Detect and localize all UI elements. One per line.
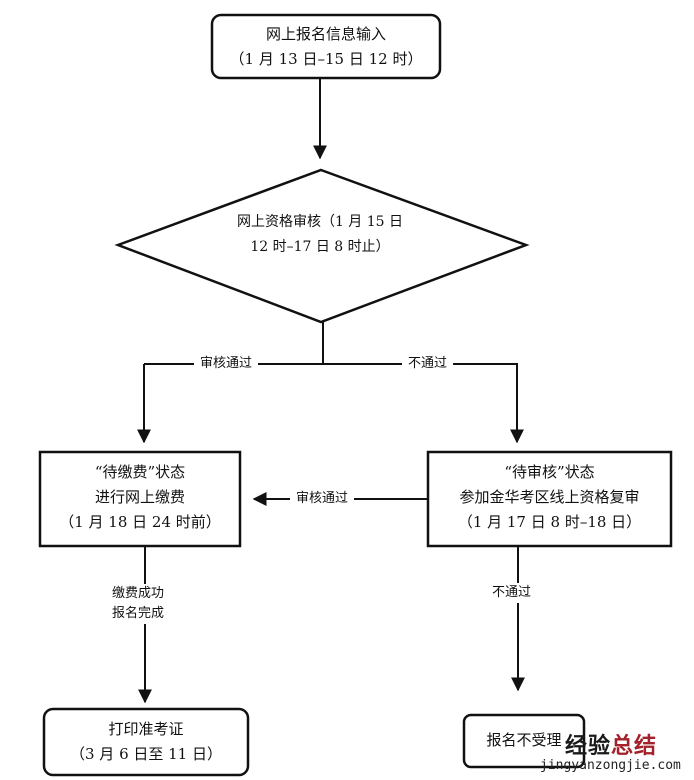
node-pending-review: “待审核”状态 参加金华考区线上资格复审 （1 月 17 日 8 时–18 日） xyxy=(428,460,671,535)
watermark-text-red: 总结 xyxy=(611,734,658,759)
node-pending-payment-deadline: （1 月 18 日 24 时前） xyxy=(59,513,221,531)
watermark-text-dark: 经验 xyxy=(565,734,612,759)
node-print-ticket-title: 打印准考证 xyxy=(108,720,184,738)
watermark-url: jingyanzongjie.com xyxy=(540,758,681,773)
node-pending-review-date: （1 月 17 日 8 时–18 日） xyxy=(457,513,642,531)
edge-label-recheck-pass: 审核通过 xyxy=(290,489,355,509)
edge-label-payment-done-line2: 报名完成 xyxy=(112,606,165,621)
watermark-logo: 经验总结 xyxy=(565,728,657,760)
edge-label-payment-done-line1: 缴费成功 xyxy=(112,586,165,601)
node-online-review: 网上资格审核（1 月 15 日 12 时–17 日 8 时止） xyxy=(200,210,440,260)
node-pending-review-status: “待审核”状态 xyxy=(504,463,595,481)
node-pending-payment-action: 进行网上缴费 xyxy=(94,488,185,506)
node-pending-payment: “待缴费”状态 进行网上缴费 （1 月 18 日 24 时前） xyxy=(40,460,240,535)
node-online-entry: 网上报名信息输入 （1 月 13 日–15 日 12 时） xyxy=(212,22,440,72)
node-online-review-shape xyxy=(114,168,530,324)
edge-label-payment-done: 缴费成功 报名完成 xyxy=(106,584,171,624)
node-rejected-title: 报名不受理 xyxy=(486,731,562,749)
node-online-entry-shape xyxy=(210,13,442,80)
node-print-ticket: 打印准考证 （3 月 6 日至 11 日） xyxy=(44,717,248,767)
node-print-ticket-shape xyxy=(42,707,250,777)
node-online-review-title: 网上资格审核（1 月 15 日 xyxy=(236,214,404,230)
node-print-ticket-date: （3 月 6 日至 11 日） xyxy=(69,745,222,763)
node-online-entry-title: 网上报名信息输入 xyxy=(265,25,386,43)
node-rejected-shape xyxy=(462,713,586,769)
node-online-review-date: 12 时–17 日 8 时止） xyxy=(250,239,390,255)
node-rejected: 报名不受理 xyxy=(464,728,584,753)
edge-label-recheck-fail: 不通过 xyxy=(486,583,538,603)
node-pending-payment-shape xyxy=(38,450,242,548)
node-pending-payment-status: “待缴费”状态 xyxy=(94,463,186,481)
edge-label-review-fail: 不通过 xyxy=(402,354,454,374)
edge-label-review-pass: 审核通过 xyxy=(194,354,259,374)
node-pending-review-action: 参加金华考区线上资格复审 xyxy=(459,488,640,506)
node-online-entry-date: （1 月 13 日–15 日 12 时） xyxy=(229,50,423,68)
